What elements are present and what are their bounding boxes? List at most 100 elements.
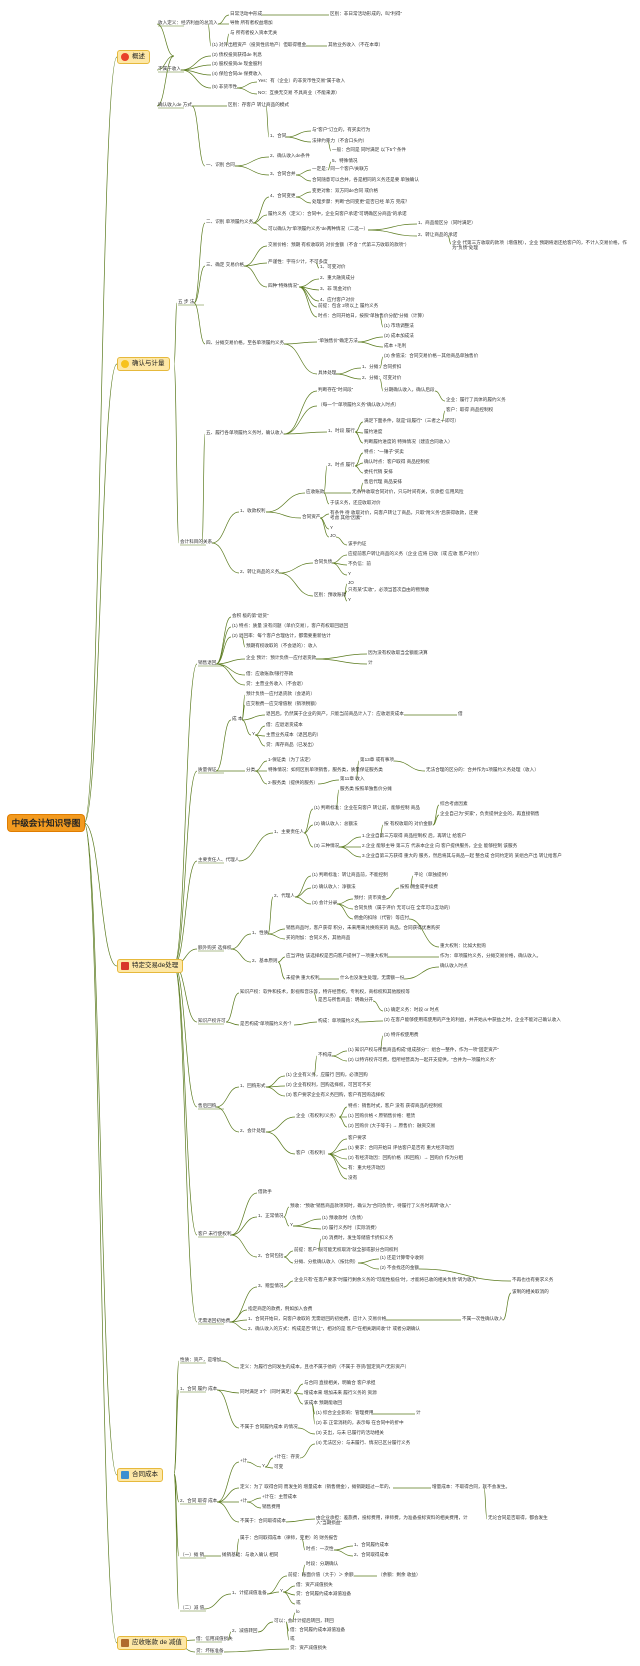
node: 2、确认收入的方式：构成是否“转让”，相对的是 客户“在相关期间收”计 或者分期… — [248, 1326, 421, 1331]
node: JO — [330, 533, 336, 538]
connector-line — [319, 513, 330, 519]
connector-line — [203, 1593, 232, 1610]
node: 有：重大经济动因 — [348, 1165, 385, 1170]
connector-line — [335, 373, 362, 380]
node: (1) 回购价格 < 原销售价格：租赁 — [348, 1113, 416, 1118]
connector-line — [234, 156, 270, 167]
connector-line — [379, 316, 384, 328]
connector-line — [336, 903, 354, 920]
connector-line — [254, 734, 266, 747]
node: 售后回购 — [198, 1103, 217, 1108]
branch-recognition[interactable]: 确认与计量 — [117, 357, 170, 371]
connector-line — [283, 1250, 294, 1258]
node: (1) 知识产权与所售商品构成“组成部分”：组合一整件，作为一项“固定资产” — [348, 1047, 499, 1052]
connector-line — [216, 1501, 240, 1523]
connector-line — [313, 1055, 318, 1077]
connector-line — [230, 1216, 258, 1236]
connector-line — [83, 822, 118, 1644]
connector-line — [294, 887, 312, 898]
connector-line — [408, 918, 440, 948]
node: 退回后，仍然属于企业的资产，只能当前商品计入了：应收退货成本 — [266, 711, 404, 716]
connector-line — [283, 1216, 290, 1227]
node: (3) 客户要求企业有义务回购，客户有回购选择权 — [286, 1092, 385, 1097]
connector-line — [265, 1131, 296, 1155]
node: 是否构成“单项履约义务”？ — [240, 1021, 294, 1026]
connector-line — [354, 421, 364, 433]
node: 时点：合同开始日，按照“单独售价分配”分摊（计算） — [318, 313, 427, 318]
connector-line — [283, 390, 318, 435]
node: (2) 非 正常消耗的，表示每 在合同中的折中 — [316, 1420, 404, 1425]
node: 交易价格：预期 有权收取的 对价金额（不含 “ 代第三方收取的款项”） — [268, 242, 410, 247]
node: 是否与所售商品：明确分开 — [318, 997, 374, 1002]
connector-line — [235, 1538, 240, 1557]
node: 3、合同合并 — [270, 171, 296, 176]
connector-line — [211, 511, 240, 544]
node: 与“客户”订立的，有买卖行为 — [312, 127, 371, 132]
node: 时段：分期确认 — [306, 1561, 339, 1566]
connector-line — [173, 302, 178, 364]
connector-line — [315, 653, 368, 660]
node: (2) 债权投资获得de 利息 — [212, 52, 263, 57]
branch-contract-cost[interactable]: 合同成本 — [117, 1468, 163, 1482]
branch-receivable-impairment[interactable]: 应收账款 de 减值 — [117, 1636, 187, 1650]
connector-line — [265, 105, 270, 138]
node: 履约进度 — [364, 429, 383, 434]
node: 合同资产 — [302, 514, 321, 519]
node: 额外购买 选择权 — [198, 945, 232, 950]
node: 服务类 按照单独售价分摊 — [340, 786, 392, 791]
node: 履约义务（定义）：合同中，企业向客户承诺“可明确区分商品”的承诺 — [268, 211, 407, 216]
connector-line — [83, 363, 118, 824]
connector-line — [331, 554, 348, 564]
connector-line — [393, 760, 426, 772]
connector-line — [257, 1621, 274, 1633]
node: 1、可变对价 — [320, 264, 346, 269]
node: 平论（单独提供） — [414, 872, 451, 877]
connector-line — [338, 1116, 348, 1128]
node: 贷：坏账准备 — [196, 1648, 224, 1653]
node: (5) 非货币性 — [212, 84, 238, 89]
node: 借：应退退货成本 — [266, 722, 303, 727]
node: 或 — [290, 1636, 295, 1641]
connector-line — [243, 245, 268, 267]
connector-line — [343, 595, 348, 602]
connector-line — [323, 465, 328, 494]
node: 1-保证类（为了法定） — [268, 757, 314, 762]
connector-line — [283, 1280, 294, 1288]
node: 收入定义：经济利益的总流入 — [158, 20, 218, 25]
connector-line — [295, 191, 312, 198]
connector-line — [156, 23, 175, 57]
connector-line — [303, 824, 314, 834]
node: 区别：非日常活动形成的，叫“利得” — [330, 11, 402, 16]
node: (3) 消费时，发生等储值卡折扣义务 — [322, 1235, 394, 1240]
node: 佣金的扣除（代管）等应付 — [354, 915, 410, 920]
connector-line — [294, 896, 312, 905]
connector-line — [173, 362, 180, 544]
node: 2、确认收入de条件 — [270, 153, 310, 158]
connector-line — [266, 1591, 280, 1595]
connector-line — [191, 105, 206, 167]
node: 预付：货币资金 — [354, 895, 387, 900]
connector-line — [216, 1461, 240, 1503]
connector-line — [409, 875, 414, 889]
node: (3) 股权投资de 现金股利 — [212, 61, 263, 66]
connector-line — [215, 616, 232, 665]
connector-line — [265, 492, 306, 513]
node: (1) 还是计算零令收到 — [380, 1255, 424, 1260]
connector-line — [303, 832, 314, 848]
connector-line — [313, 992, 318, 1002]
node: 什么也没发生处理，无需额一份 — [340, 975, 405, 980]
connector-line — [266, 1575, 288, 1595]
connector-line — [180, 55, 212, 71]
branch-overview[interactable]: 概述 — [117, 50, 150, 64]
node: Y — [348, 571, 352, 576]
node: 应提前客户转让商品的义务（企业 应将 已收（或 应收 客户对价） — [348, 551, 482, 556]
connector-line — [215, 636, 232, 665]
connector-line — [236, 81, 258, 89]
connector-line — [241, 719, 252, 736]
node: (2) 确认收入：净额法 — [312, 884, 356, 889]
node: 应当评估 该选择权是否向客户提供了一项重大权利 — [286, 953, 389, 958]
branch-special-transactions[interactable]: 特定交易de处理 — [117, 959, 184, 973]
connector-line — [252, 222, 268, 231]
node: 会积 极的第“退货” — [232, 613, 269, 618]
connector-line — [264, 1457, 274, 1468]
